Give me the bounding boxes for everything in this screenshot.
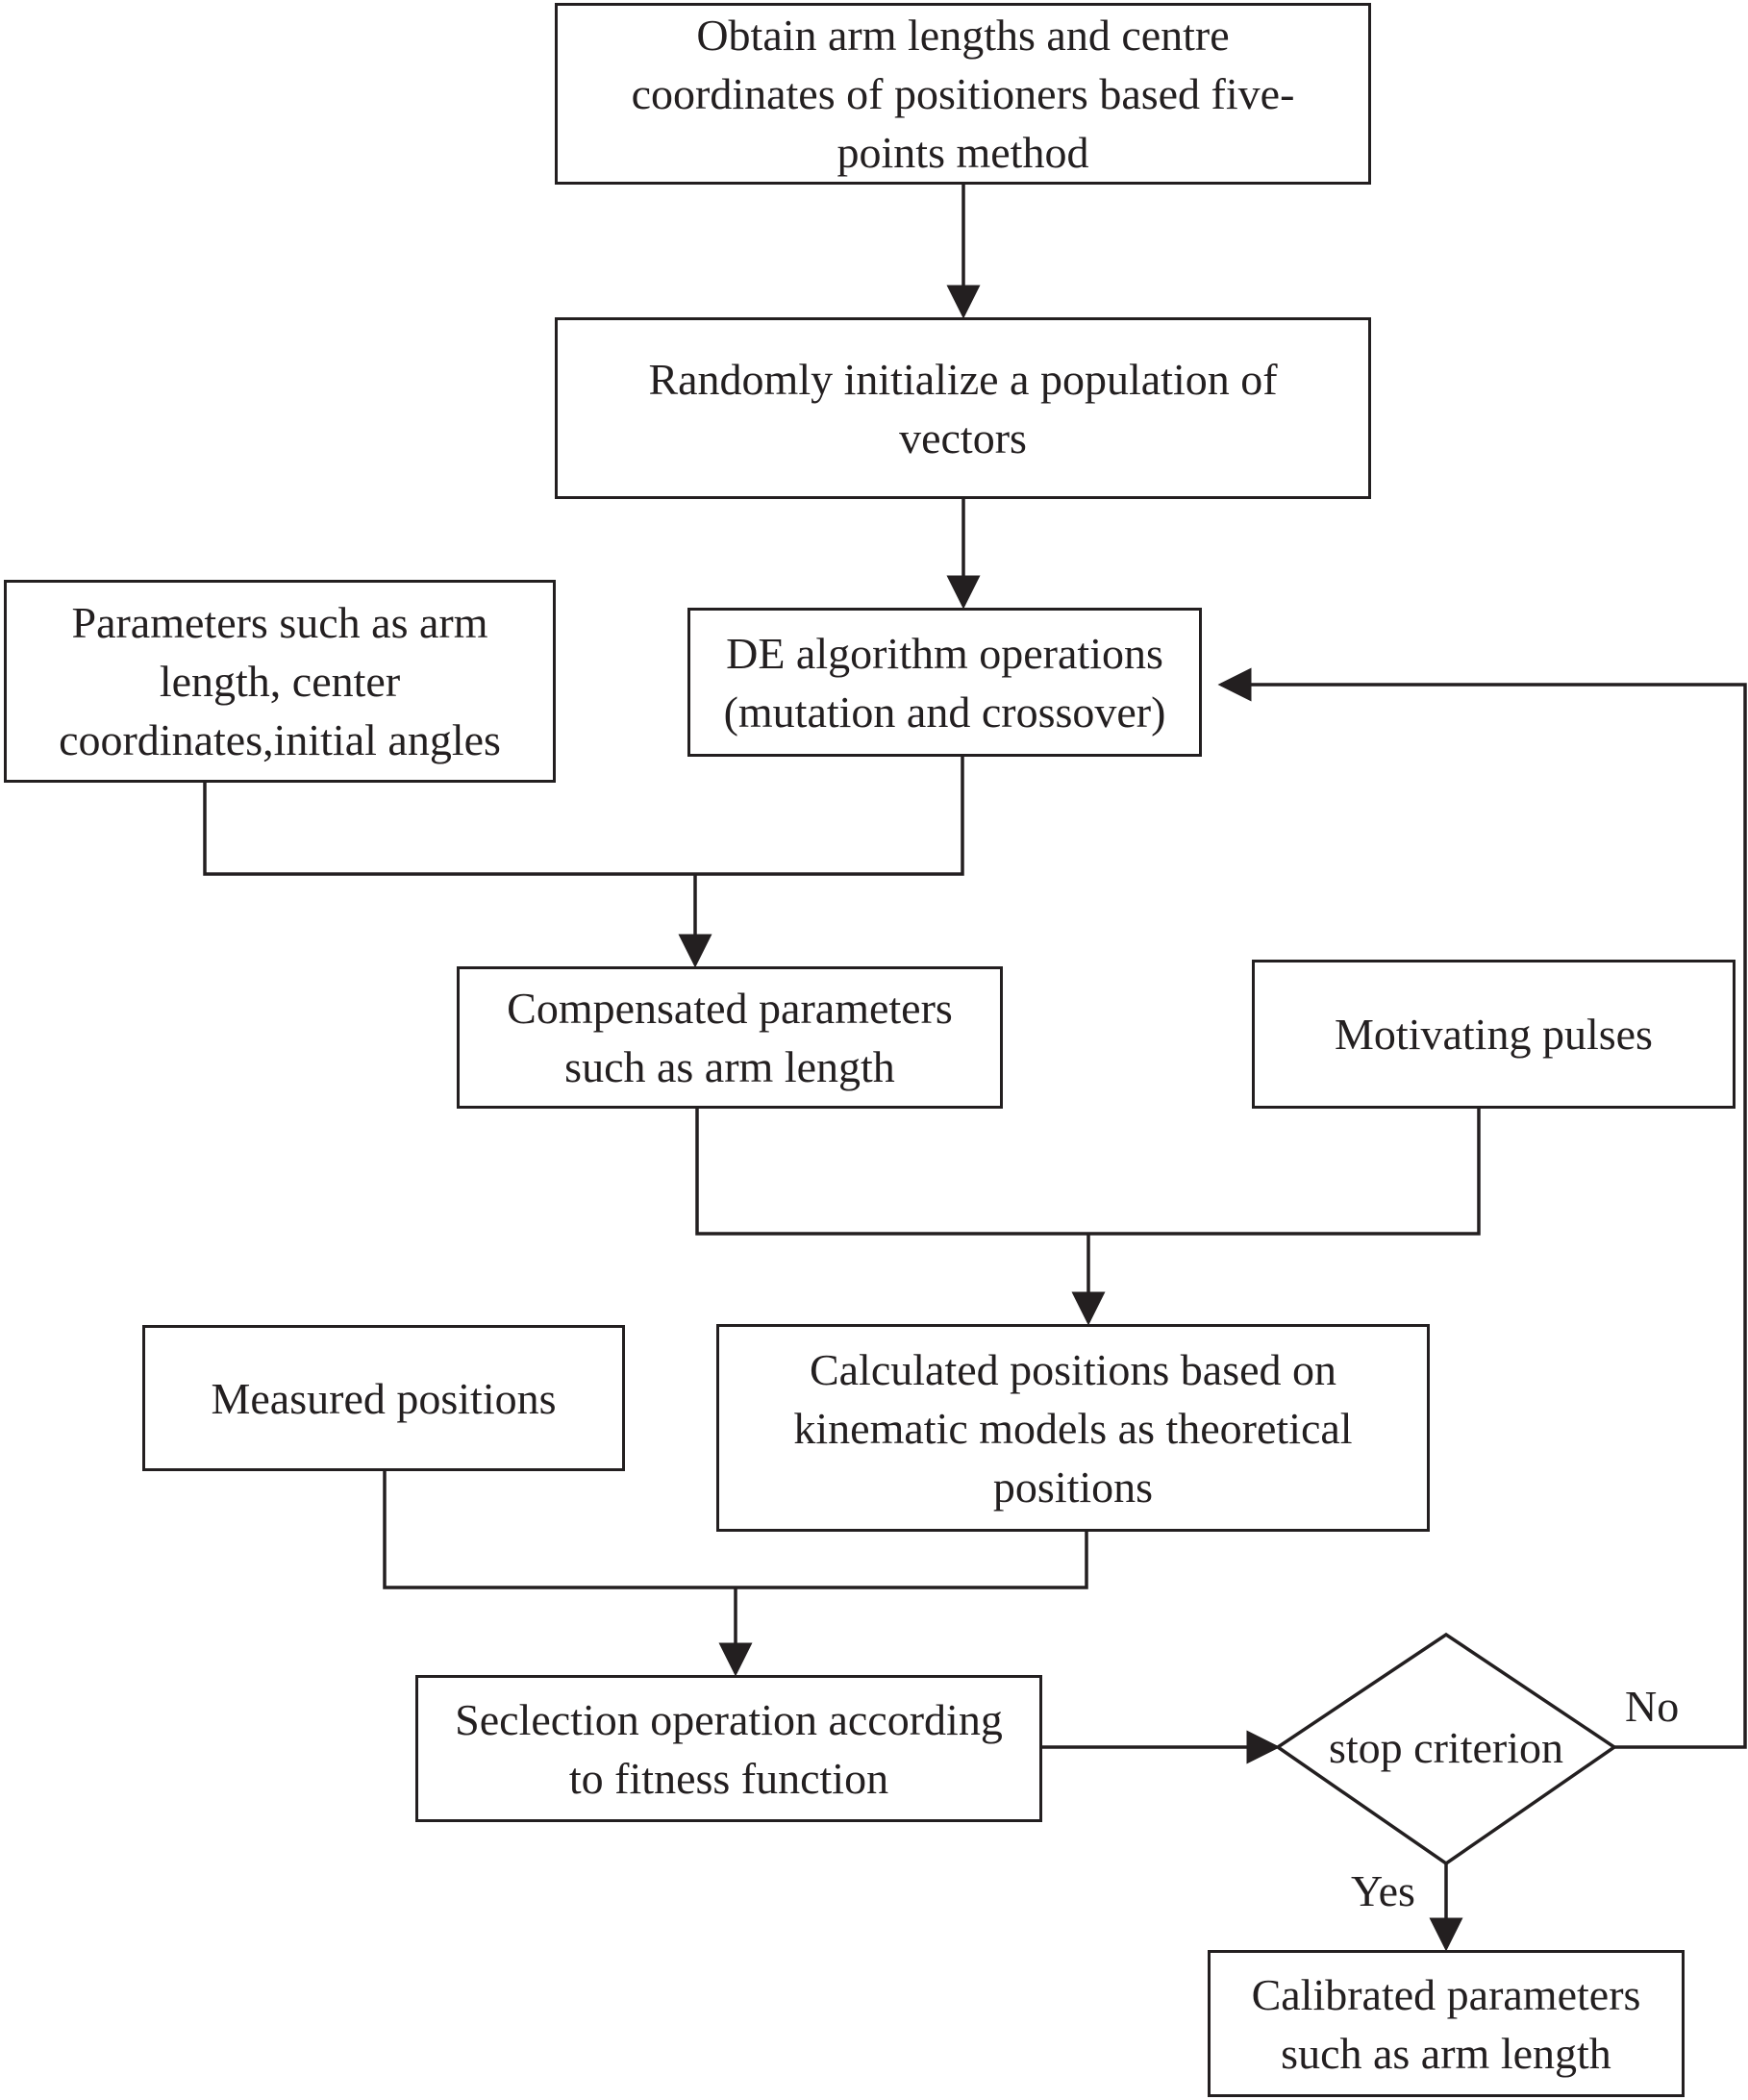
params-line-2: length, center <box>159 657 401 706</box>
parameters-box: Parameters such as arm length, center coor… <box>4 580 556 783</box>
measured-line-1: Measured positions <box>211 1373 557 1423</box>
de-line-1: DE algorithm operations <box>726 628 1163 678</box>
selection-line-2: to fitness function <box>568 1753 889 1803</box>
measured-positions-box: Measured positions <box>142 1325 625 1471</box>
yes-label: Yes <box>1351 1866 1415 1915</box>
obtain-line-3: points method <box>837 128 1089 177</box>
calculated-line-2: kinematic models as theoretical <box>793 1403 1353 1453</box>
line-compensated-pulses-join <box>695 1109 1481 1236</box>
calculated-line-3: positions <box>992 1462 1154 1512</box>
params-line-1: Parameters such as arm <box>71 598 488 647</box>
randomly-initialize-box: Randomly initialize a population of vecto… <box>555 317 1371 499</box>
de-line-2: (mutation and crossover) <box>723 687 1166 737</box>
calibrated-parameters-box: Calibrated parameters such as arm length <box>1208 1950 1685 2097</box>
compensated-parameters-box: Compensated parameters such as arm length <box>457 966 1003 1109</box>
params-line-3: coordinates,initial angles <box>59 715 501 764</box>
arrow-stop-no-loop-to-de <box>1217 667 1747 1749</box>
selection-operation-box: Seclection operation according to fitness… <box>415 1675 1042 1822</box>
line-params-to-join <box>203 757 964 876</box>
selection-line-1: Seclection operation according <box>455 1694 1003 1744</box>
motivating-pulses-box: Motivating pulses <box>1252 960 1736 1109</box>
stop-criterion-diamond <box>1274 1632 1618 1866</box>
init-line-1: Randomly initialize a population of <box>648 354 1278 404</box>
no-label: No <box>1625 1682 1680 1731</box>
compensated-line-1: Compensated parameters <box>507 984 953 1033</box>
calibrated-line-2: such as arm length <box>1281 2028 1611 2078</box>
calibrated-line-1: Calibrated parameters <box>1251 1969 1641 2019</box>
pulses-line-1: Motivating pulses <box>1335 1010 1653 1059</box>
obtain-arm-lengths-box: Obtain arm lengths and centre coordinates… <box>555 3 1371 185</box>
init-line-2: vectors <box>899 412 1027 462</box>
obtain-line-2: coordinates of positioners based five- <box>631 69 1295 118</box>
obtain-line-1: Obtain arm lengths and centre <box>696 11 1230 60</box>
calculated-line-1: Calculated positions based on <box>809 1344 1337 1394</box>
stop-criterion-label: stop criterion <box>1329 1722 1563 1772</box>
calculated-positions-box: Calculated positions based on kinematic m… <box>716 1324 1430 1532</box>
compensated-line-2: such as arm length <box>564 1042 895 1091</box>
de-algorithm-operations-box: DE algorithm operations (mutation and cro… <box>687 608 1202 757</box>
